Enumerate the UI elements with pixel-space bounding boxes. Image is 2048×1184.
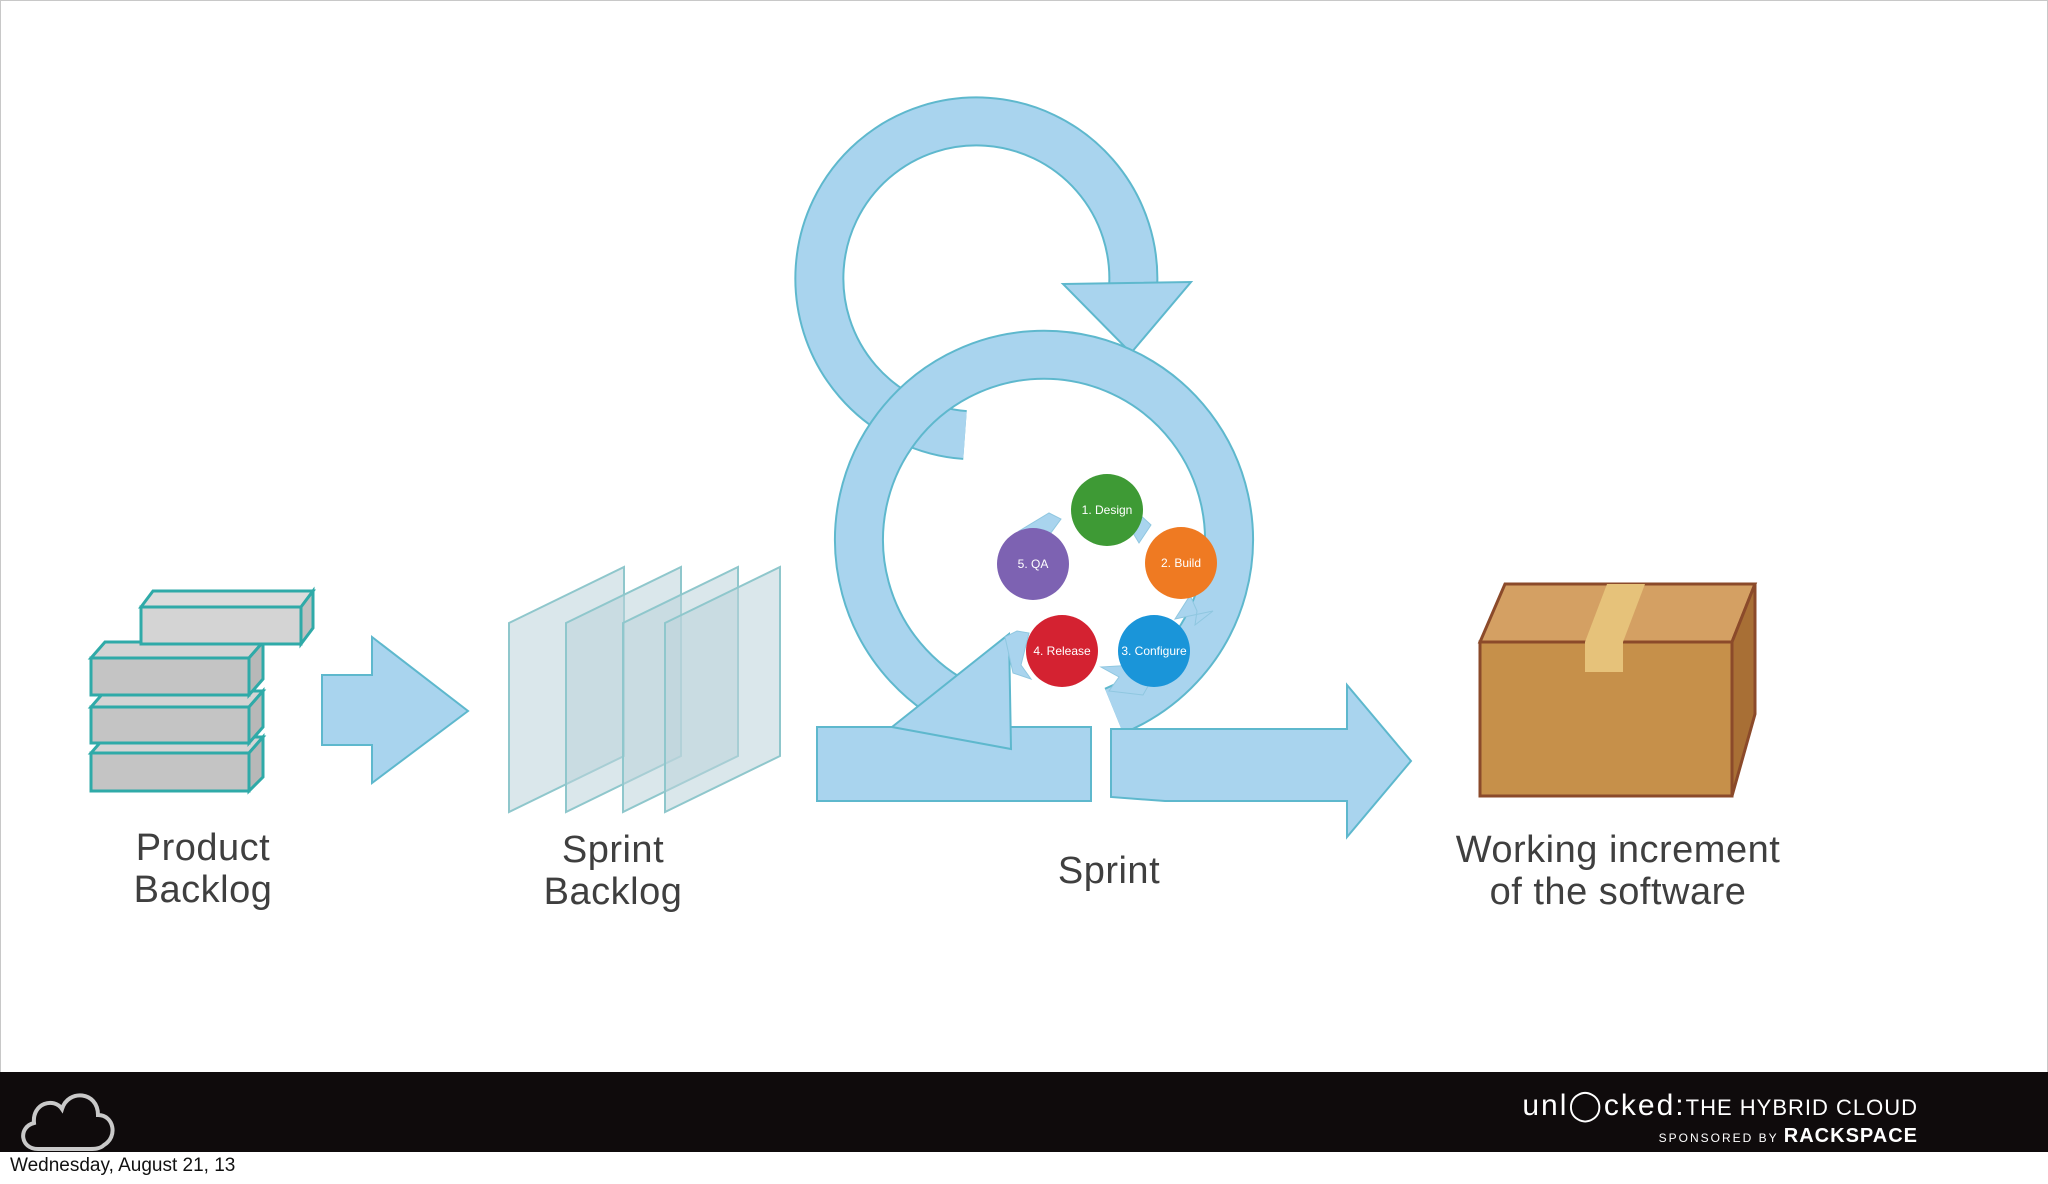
sprint-loop-arrow-icon xyxy=(794,96,1194,460)
working-increment-label-line1: Working increment xyxy=(1455,829,1781,871)
product-backlog-label-line2: Backlog xyxy=(133,869,273,911)
slide: 1. Design 2. Build 3. Configure 4. Relea… xyxy=(0,0,2048,1074)
step-design: 1. Design xyxy=(1071,474,1143,546)
brand-title: THE HYBRID CLOUD xyxy=(1685,1095,1918,1120)
date-stamp: Wednesday, August 21, 13 xyxy=(10,1155,236,1176)
footer-bar: unl◯cked:THE HYBRID CLOUD SPONSORED BY R… xyxy=(0,1072,2048,1152)
product-backlog-label: Product Backlog xyxy=(101,827,305,911)
step-design-circle xyxy=(1071,474,1143,546)
step-qa-label: 5. QA xyxy=(1018,557,1049,571)
sponsored-by-text: SPONSORED BY xyxy=(1658,1131,1779,1145)
arrow-to-sprint-backlog-icon xyxy=(321,634,470,785)
step-build: 2. Build xyxy=(1145,527,1217,599)
sprint-backlog-label: Sprint Backlog xyxy=(511,829,715,913)
sprint-backlog-label-line1: Sprint xyxy=(561,829,665,871)
sprint-label-text: Sprint xyxy=(1057,850,1161,892)
software-box-icon xyxy=(1477,582,1758,798)
sprint-ring-icon xyxy=(816,329,1413,840)
step-configure: 3. Configure xyxy=(1118,615,1190,687)
step-configure-circle xyxy=(1118,615,1190,687)
step-release-label: 4. Release xyxy=(1033,644,1091,658)
sprint-backlog-label-line2: Backlog xyxy=(543,871,683,913)
step-build-label: 2. Build xyxy=(1161,556,1201,570)
working-increment-label-line2: of the software xyxy=(1489,871,1747,913)
scrum-diagram: 1. Design 2. Build 3. Configure 4. Relea… xyxy=(87,96,1758,840)
sprint-backlog-sheets-icon xyxy=(508,565,781,814)
step-build-circle xyxy=(1145,527,1217,599)
product-backlog-label-line1: Product xyxy=(135,827,271,869)
product-backlog-blocks-icon xyxy=(87,586,316,795)
sponsor-logo: RACKSPACE xyxy=(1783,1125,1918,1147)
working-increment-label: Working increment of the software xyxy=(1413,829,1823,913)
step-configure-label: 3. Configure xyxy=(1121,644,1187,658)
step-design-label: 1. Design xyxy=(1082,503,1133,517)
cycle-steps: 1. Design 2. Build 3. Configure 4. Relea… xyxy=(997,474,1217,687)
step-qa-circle xyxy=(997,528,1069,600)
sprint-label: Sprint xyxy=(1001,850,1217,892)
step-release: 4. Release xyxy=(1026,615,1098,687)
sponsor-line: SPONSORED BY RACKSPACE xyxy=(1522,1125,1918,1148)
step-qa: 5. QA xyxy=(997,528,1069,600)
event-brand: unl◯cked:THE HYBRID CLOUD SPONSORED BY R… xyxy=(1522,1088,1918,1148)
step-release-circle xyxy=(1026,615,1098,687)
cloud-icon xyxy=(21,1093,115,1151)
unlocked-logo: unl◯cked: xyxy=(1522,1089,1686,1122)
brand-title-line: unl◯cked:THE HYBRID CLOUD xyxy=(1522,1088,1918,1123)
